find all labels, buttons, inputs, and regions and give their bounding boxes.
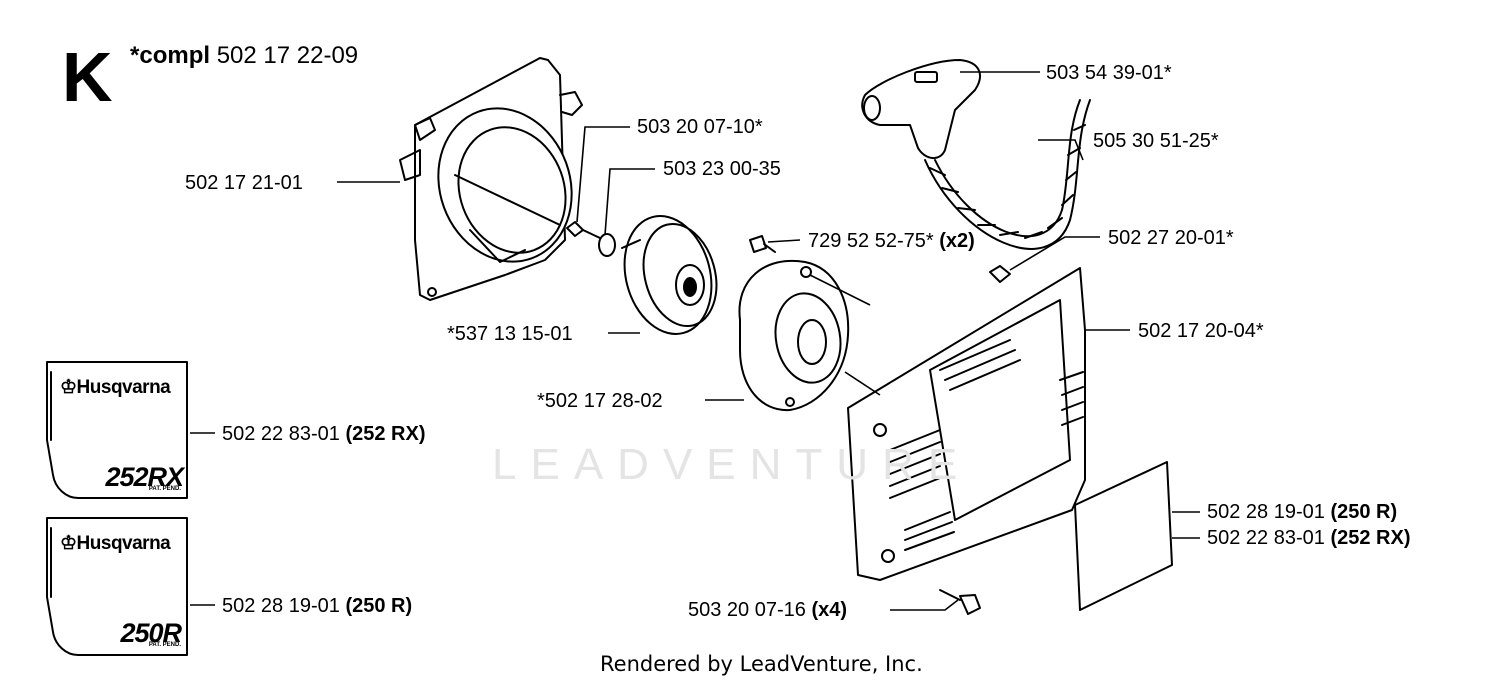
model-badge: 250R	[120, 618, 182, 648]
part-label[interactable]: 502 22 83-01 (252 RX)	[1207, 527, 1411, 549]
part-label[interactable]: 503 54 39-01*	[1046, 62, 1172, 84]
part-label[interactable]: 503 23 00-35	[663, 158, 781, 180]
husqvarna-logo: ♔Husqvarna	[60, 377, 171, 398]
small-screw-part	[749, 235, 776, 253]
compl-prefix: *compl	[130, 42, 211, 69]
decal-252: ♔Husqvarna 252RX PAT. PEND.	[58, 372, 184, 492]
compl-number: 502 17 22-09	[216, 42, 359, 69]
part-label[interactable]: 729 52 52-75* (x2)	[808, 230, 975, 252]
starter-cord-part	[924, 99, 1091, 250]
patent-text: PAT. PEND.	[148, 642, 181, 648]
part-label[interactable]: 502 27 20-01*	[1108, 227, 1234, 249]
starter-cover-part	[847, 267, 1086, 581]
fan-housing-part	[399, 57, 583, 301]
part-label[interactable]: *502 17 28-02	[537, 390, 663, 412]
model-badge: 252RX	[105, 462, 184, 492]
square-nut-part	[989, 265, 1011, 283]
watermark: LEADVENTURE	[492, 440, 972, 489]
part-label[interactable]: 505 30 51-25*	[1093, 130, 1219, 152]
leader-lines	[190, 71, 1200, 611]
part-label[interactable]: 502 28 19-01 (250 R)	[222, 595, 413, 617]
small-decal-part	[1074, 461, 1173, 611]
part-label[interactable]: 502 17 20-04*	[1138, 320, 1264, 342]
screw-part	[566, 221, 601, 239]
footer-credit: Rendered by LeadVenture, Inc.	[600, 652, 923, 676]
crown-icon: ♔	[60, 377, 77, 398]
decal-250: ♔Husqvarna 250R PAT. PEND.	[58, 528, 183, 648]
complete-assembly-number: *compl 502 17 22-09	[130, 43, 358, 69]
part-label[interactable]: 502 28 19-01 (250 R)	[1207, 501, 1398, 523]
section-letter: K	[62, 38, 113, 116]
patent-text: PAT. PEND.	[148, 486, 181, 492]
pulley-part	[621, 215, 718, 335]
starter-handle-part	[861, 59, 981, 159]
part-label[interactable]: 503 20 07-10*	[637, 116, 763, 138]
part-label[interactable]: 502 22 83-01 (252 RX)	[222, 423, 426, 445]
decal-252-box	[46, 361, 188, 499]
washer-part	[598, 233, 616, 257]
crown-icon: ♔	[60, 533, 77, 554]
decal-250-box	[46, 517, 188, 656]
part-label[interactable]: 503 20 07-16 (x4)	[688, 599, 848, 621]
part-label[interactable]: 502 17 21-01	[185, 172, 303, 194]
part-label[interactable]: *537 13 15-01	[447, 323, 573, 345]
cover-screw-part	[939, 589, 981, 615]
pawl-housing-part	[738, 259, 850, 412]
husqvarna-logo: ♔Husqvarna	[60, 533, 171, 554]
